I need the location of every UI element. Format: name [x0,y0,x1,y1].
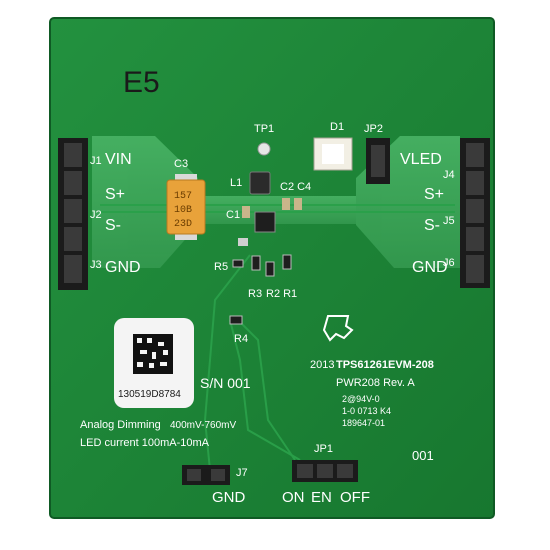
net-vin-left: VIN [105,151,132,168]
label-j2: J2 [90,209,102,221]
net-vled-right: VLED [400,151,442,168]
label-l1: L1 [230,177,242,189]
label-j4: J4 [443,169,455,181]
resistor-r4 [229,315,243,325]
board-year: 2013 [310,359,334,371]
capacitor-c4 [294,198,302,210]
label-c1: C1 [226,209,240,221]
analog-dimming-label: Analog Dimming [80,419,161,431]
barcode-sticker: 130519D8784 [114,318,194,408]
net-sminus-right: S- [424,217,440,234]
net-splus-right: S+ [424,186,444,203]
label-jp1: JP1 [314,443,333,455]
label-j3: J3 [90,259,102,271]
serial-number-right: 001 [412,448,434,463]
label-c2c4: C2 C4 [280,181,311,193]
board-revision: PWR208 Rev. A [336,377,415,389]
label-r2r1: R2 R1 [266,288,297,300]
label-j1: J1 [90,155,102,167]
label-j6: J6 [443,257,455,269]
inductor-l1 [249,171,271,195]
bottom-label-gnd: GND [212,489,246,506]
led-current-label: LED current 100mA-10mA [80,437,210,449]
capacitor-c2 [282,198,290,210]
fab-line-1: 2@94V-0 [342,394,380,404]
resistor-r2 [265,261,275,277]
label-j5: J5 [443,215,455,227]
bottom-label-off: OFF [340,489,370,506]
bottom-label-en: EN [311,489,332,506]
analog-dimming-range: 400mV-760mV [170,420,236,431]
label-c3: C3 [174,158,188,170]
traces [100,204,455,471]
barcode-text: 130519D8784 [118,389,181,400]
c3-marking-1: 157 [174,191,192,202]
bottom-label-on: ON [282,489,305,506]
jumper-jp1[interactable] [292,460,358,482]
jumper-jp2[interactable] [366,138,390,184]
label-jp2: JP2 [364,123,383,135]
testpoint-tp1[interactable] [257,142,271,156]
left-header-connector[interactable] [58,138,88,290]
net-splus-left: S+ [105,186,125,203]
label-r4: R4 [234,333,248,345]
label-j7: J7 [236,467,248,479]
label-d1: D1 [330,121,344,133]
handwritten-mark: E5 [123,66,160,99]
label-r5: R5 [214,261,228,273]
led-d1-lens [322,144,344,164]
resistor-r5 [232,259,244,268]
net-gnd-right: GND [412,259,448,276]
ti-logo-icon [322,315,354,342]
label-r3: R3 [248,288,262,300]
serial-label: S/N 001 [200,375,251,391]
net-sminus-left: S- [105,217,121,234]
fab-line-3: 189647-01 [342,418,385,428]
board-model: TPS61261EVM-208 [336,359,434,371]
label-tp1: TP1 [254,123,274,135]
fab-line-2: 1-0 0713 K4 [342,406,391,416]
c3-pad-bottom [175,232,197,240]
right-header-connector[interactable] [460,138,490,288]
c3-marking-3: 23D [174,219,192,230]
net-gnd-left: GND [105,259,141,276]
converter-ic [254,211,276,233]
c3-pad-top [175,174,197,182]
header-j7[interactable] [182,465,230,485]
tantalum-capacitor [166,179,206,235]
resistor-r3 [251,255,261,271]
ic-pad [238,238,248,246]
resistor-r1 [282,254,292,270]
capacitor-c1 [242,206,250,218]
c3-marking-2: 10B [174,205,192,216]
